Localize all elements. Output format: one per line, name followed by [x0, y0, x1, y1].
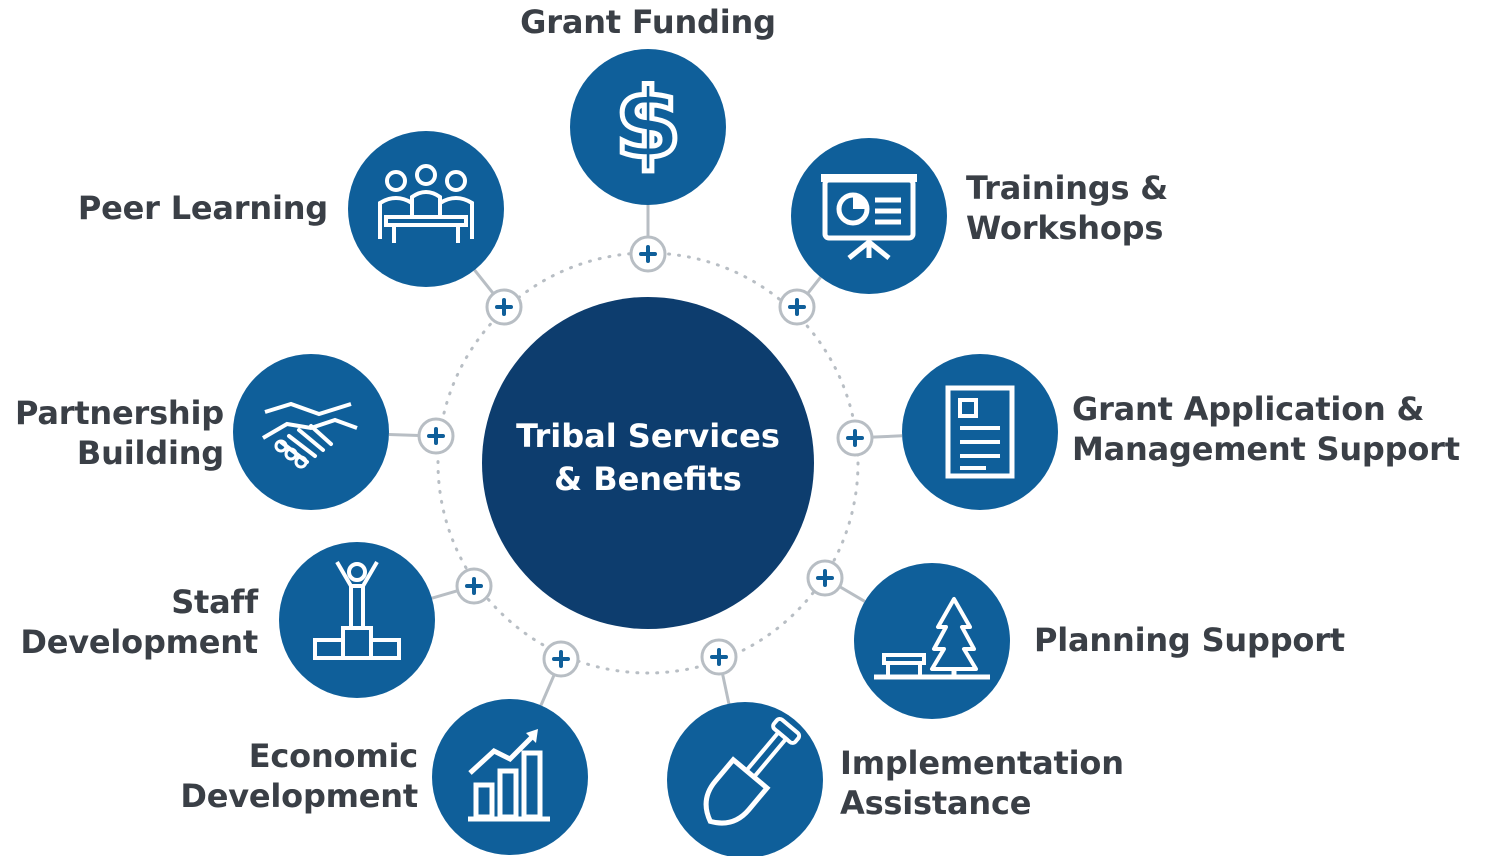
label-peer-learning: Peer Learning	[78, 188, 328, 228]
label-line: Management Support	[1072, 430, 1460, 468]
plus-icon	[710, 648, 728, 666]
handshake-icon	[261, 401, 358, 469]
label-staff-development: Staff Development	[20, 582, 258, 662]
service-circle	[432, 699, 588, 855]
label-line: Implementation	[840, 744, 1124, 782]
plus-icon	[846, 429, 864, 447]
center-title-line2: & Benefits	[554, 460, 742, 498]
service-circle	[348, 131, 504, 287]
plus-icon	[552, 650, 570, 668]
node-planning-support	[806, 559, 1010, 719]
service-circle	[667, 702, 823, 856]
service-circle	[570, 49, 726, 205]
label-line: Grant Application &	[1072, 390, 1425, 428]
label-line: Peer Learning	[77, 189, 328, 227]
plus-icon	[495, 298, 513, 316]
label-partnership-building: Partnership Building	[15, 393, 224, 473]
service-circle	[233, 354, 389, 510]
meeting-group-icon	[378, 164, 474, 243]
connector-line	[871, 434, 903, 439]
node-grant-funding: $	[570, 49, 726, 273]
dollar-sign-icon: $	[612, 66, 684, 183]
document-icon	[945, 385, 1015, 479]
label-line: Workshops	[966, 209, 1164, 247]
connector-line	[806, 276, 822, 295]
label-line: Partnership	[14, 394, 224, 432]
label-line: Development	[180, 777, 418, 815]
node-staff-development	[279, 542, 493, 698]
node-grant-application	[836, 354, 1058, 510]
service-circle	[902, 354, 1058, 510]
label-line: Trainings &	[966, 169, 1168, 207]
node-implementation-assistance	[667, 638, 823, 856]
label-grant-application: Grant Application & Management Support	[1072, 389, 1460, 469]
center-circle	[482, 297, 814, 629]
connector-line	[473, 269, 495, 295]
connector-line	[838, 585, 866, 603]
svg-text:$: $	[615, 68, 682, 180]
connector-line	[388, 432, 420, 437]
label-economic-development: Economic Development	[180, 736, 418, 816]
label-implementation-assistance: Implementation Assistance	[840, 743, 1124, 823]
label-line: Planning Support	[1034, 621, 1345, 659]
plus-icon	[788, 298, 806, 316]
label-line: Economic	[248, 737, 418, 775]
service-circle	[791, 138, 947, 294]
label-grant-funding: Grant Funding	[498, 2, 798, 42]
podium-person-icon	[313, 560, 401, 660]
label-line: Building	[76, 434, 224, 472]
plus-icon	[465, 577, 483, 595]
center-title-line1: Tribal Services	[516, 417, 780, 455]
shovel-icon	[703, 717, 802, 826]
tree-bench-icon	[874, 597, 990, 680]
plus-icon	[816, 569, 834, 587]
label-line: Grant Funding	[520, 3, 776, 41]
label-line: Development	[20, 623, 258, 661]
node-partnership-building	[233, 354, 455, 510]
node-economic-development	[432, 640, 588, 855]
label-planning-support: Planning Support	[1034, 620, 1345, 660]
bar-chart-growth-icon	[468, 729, 550, 822]
label-line: Staff	[171, 583, 258, 621]
presentation-board-icon	[821, 174, 917, 260]
connector-line	[721, 673, 731, 704]
label-trainings-workshops: Trainings & Workshops	[966, 168, 1168, 248]
label-line: Assistance	[840, 784, 1032, 822]
connector-line	[431, 589, 459, 600]
connector-line	[539, 674, 556, 706]
node-trainings-workshops	[778, 138, 947, 326]
plus-icon	[427, 427, 445, 445]
plus-icon	[639, 245, 657, 263]
service-circle	[854, 563, 1010, 719]
node-peer-learning	[348, 131, 523, 326]
